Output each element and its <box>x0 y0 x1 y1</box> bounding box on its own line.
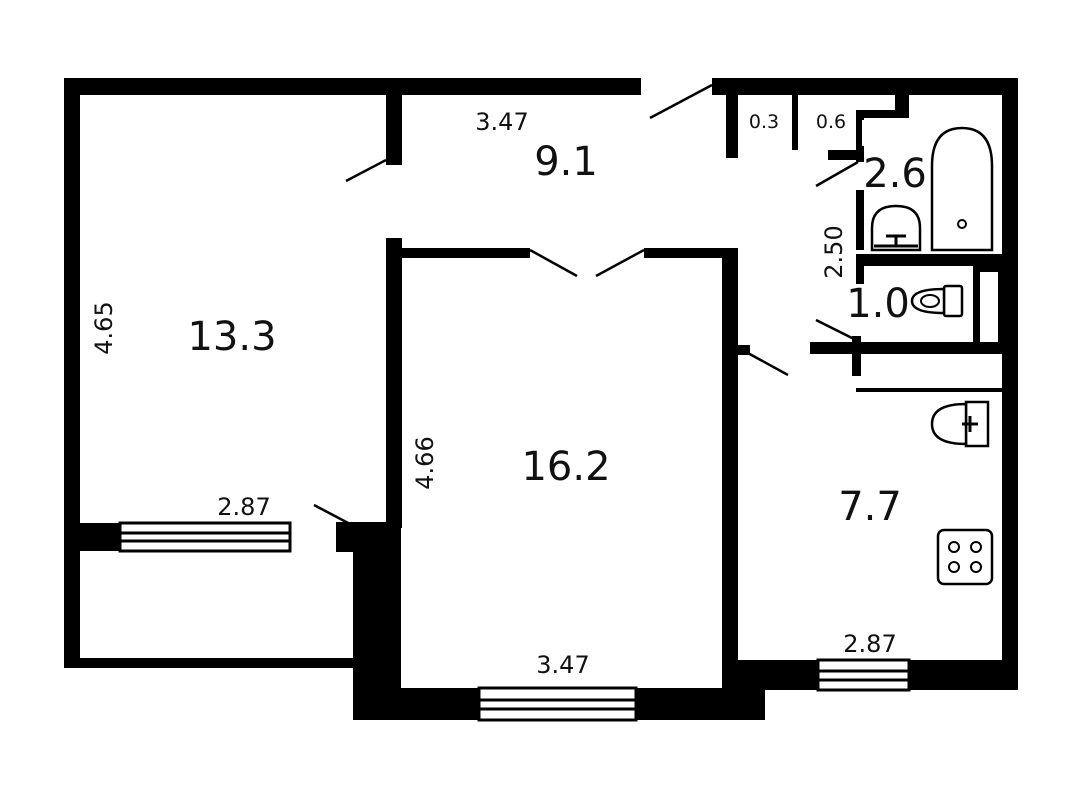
stove-icon <box>936 528 994 586</box>
kitchen-width: 2.87 <box>843 630 896 658</box>
room-center-width: 3.47 <box>536 651 589 679</box>
door-bathroom <box>815 160 859 188</box>
window-kitchen <box>816 658 911 692</box>
door-center-room-left <box>529 248 578 278</box>
wall-toilet-bottom <box>810 342 1002 354</box>
closet-b-area: 0.6 <box>816 111 846 133</box>
wall-closet-b-right <box>856 110 864 162</box>
washbasin-icon <box>870 204 922 252</box>
wall-left-bottom-stub <box>64 523 120 551</box>
wall-center-bottom-right <box>636 688 765 720</box>
wall-center-left <box>386 238 402 528</box>
room-left-width: 2.87 <box>217 493 270 521</box>
door-left-room <box>345 158 387 183</box>
wall-balcony-bottom <box>64 658 359 668</box>
pillar-center-left <box>353 522 401 720</box>
room-left-length: 4.65 <box>90 301 118 354</box>
wall-toilet-left <box>856 266 864 284</box>
wall-kitchen-bottom-left <box>738 660 818 690</box>
room-labels: 13.3 2.87 4.65 9.1 3.47 16.2 3.47 4.66 0… <box>90 108 927 679</box>
room-center-length: 4.66 <box>411 436 439 489</box>
wall-right <box>1002 78 1018 690</box>
wall-kitchen-shelf <box>856 388 1002 392</box>
window-center-room <box>477 686 638 722</box>
windows <box>118 521 911 722</box>
hallway-width: 3.47 <box>475 108 528 136</box>
wall-top-right <box>712 78 1018 95</box>
wall-top-left <box>64 78 641 95</box>
door-toilet <box>815 318 857 342</box>
wall-hall-stub <box>386 95 402 165</box>
wall-bath-bottom <box>856 254 1002 266</box>
toilet-area: 1.0 <box>846 281 910 327</box>
wall-kitchen-bottom-right <box>909 660 1018 690</box>
wall-center-top-right <box>644 248 738 258</box>
wall-kitchen-top-stub <box>738 345 750 355</box>
wall-center-bottom-left <box>353 688 479 720</box>
wall-center-right <box>722 248 738 688</box>
window-left-room <box>118 521 292 553</box>
doors <box>313 83 859 526</box>
kitchen-area: 7.7 <box>838 484 902 530</box>
room-left-area: 13.3 <box>187 314 276 360</box>
toilet-icon <box>910 284 964 318</box>
closet-a-area: 0.3 <box>749 111 779 133</box>
room-center-area: 16.2 <box>521 444 610 490</box>
wall-closet-divider <box>792 95 798 150</box>
bathroom-area: 2.6 <box>863 151 927 197</box>
bathroom-length: 2.50 <box>820 225 848 278</box>
door-balcony <box>313 503 351 526</box>
wall-center-top-left <box>386 248 530 258</box>
sink-icon <box>930 400 990 448</box>
hallway-area: 9.1 <box>534 139 598 185</box>
wall-left <box>64 78 80 668</box>
wall-toilet-post <box>852 336 861 376</box>
door-center-room-right <box>595 248 645 278</box>
pillar-center-left-top <box>336 522 361 552</box>
wall-closet-b-bottom <box>856 110 909 118</box>
wall-closet-a-left <box>726 88 738 158</box>
wall-bath-stub <box>828 150 862 160</box>
wall-bath-left <box>856 190 864 250</box>
walls <box>64 78 1018 720</box>
door-kitchen <box>745 350 789 377</box>
bathtub-icon <box>930 126 994 252</box>
door-entrance <box>649 83 713 120</box>
